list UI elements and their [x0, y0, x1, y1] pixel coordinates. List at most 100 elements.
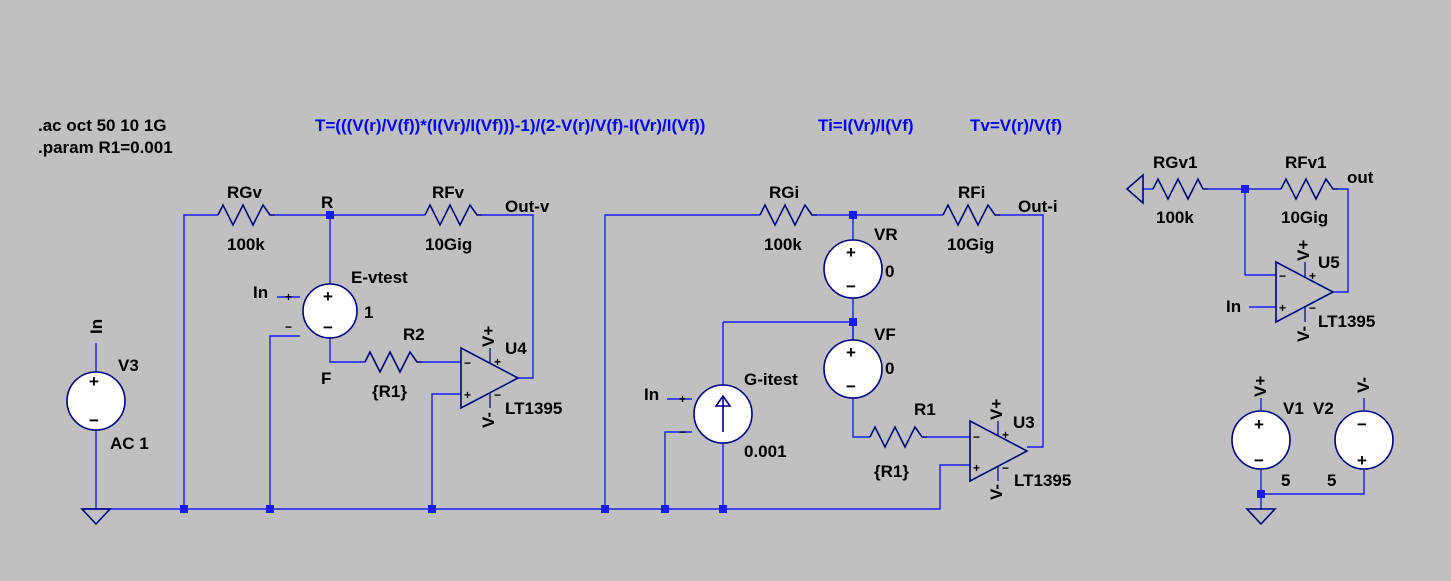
rgv-value: 100k: [227, 235, 265, 254]
svg-text:−: −: [464, 356, 471, 370]
net-label-r: R: [321, 193, 333, 212]
voltage-source-vr[interactable]: + −: [823, 239, 883, 299]
opamp-u5[interactable]: − + + −: [1275, 260, 1335, 324]
vr-value: 0: [885, 262, 894, 281]
svg-text:−: −: [679, 425, 686, 439]
svg-text:−: −: [1357, 415, 1367, 434]
u3-vplus-label: V+: [987, 399, 1006, 420]
g-itest-in-label: In: [644, 385, 659, 404]
rfi-value: 10Gig: [947, 235, 994, 254]
voltage-source-vf[interactable]: + −: [823, 339, 883, 399]
svg-text:+: +: [1357, 451, 1367, 470]
svg-text:+: +: [1309, 269, 1316, 283]
svg-text:−: −: [285, 320, 292, 334]
u4-vminus-label: V-: [479, 412, 498, 428]
net-label-out-v: Out-v: [505, 197, 550, 216]
opamp-u3[interactable]: − + + −: [969, 419, 1029, 483]
svg-text:−: −: [1279, 269, 1286, 283]
resistor-rgv[interactable]: [217, 203, 275, 227]
v3-name: V3: [118, 356, 139, 375]
u4-name: U4: [505, 339, 527, 358]
svg-text:+: +: [1002, 428, 1009, 442]
resistor-rgv1[interactable]: [1152, 177, 1208, 201]
measure-tv[interactable]: Tv=V(r)/V(f): [970, 116, 1062, 135]
rfv1-name: RFv1: [1285, 153, 1327, 172]
rgv1-value: 100k: [1156, 208, 1194, 227]
svg-text:+: +: [846, 243, 856, 262]
svg-text:−: −: [1309, 301, 1316, 315]
svg-text:−: −: [494, 388, 501, 402]
svg-text:−: −: [323, 318, 333, 337]
rfi-name: RFi: [958, 183, 985, 202]
resistor-rfv1[interactable]: [1280, 177, 1338, 201]
v3-value: AC 1: [110, 434, 149, 453]
net-label-f: F: [321, 369, 331, 388]
voltage-source-v1[interactable]: + −: [1231, 410, 1291, 470]
u4-vplus-label: V+: [479, 326, 498, 347]
voltage-source-v3[interactable]: + −: [66, 371, 126, 431]
ground-symbol-right: [1245, 508, 1277, 526]
g-itest-value: 0.001: [744, 442, 787, 461]
ac-directive[interactable]: .ac oct 50 10 1G: [38, 116, 167, 135]
net-label-out-i: Out-i: [1018, 197, 1058, 216]
vf-name: VF: [874, 325, 896, 344]
voltage-source-v2[interactable]: − +: [1334, 410, 1394, 470]
u3-vminus-label: V-: [987, 484, 1006, 500]
g-itest-name: G-itest: [744, 370, 798, 389]
svg-text:−: −: [846, 277, 856, 296]
r1-name: R1: [914, 400, 936, 419]
ground-symbol-left: [80, 508, 112, 526]
ground-symbol-rgv1: [1125, 173, 1144, 205]
v1-value: 5: [1281, 471, 1290, 490]
opamp-u4[interactable]: − + + −: [460, 346, 520, 410]
param-directive[interactable]: .param R1=0.001: [38, 138, 173, 157]
svg-text:−: −: [973, 430, 980, 444]
svg-text:+: +: [1279, 301, 1286, 315]
rfv-name: RFv: [432, 183, 465, 202]
rfv-value: 10Gig: [425, 235, 472, 254]
u5-vminus-label: V-: [1294, 326, 1313, 342]
v2-net-label: V-: [1354, 377, 1373, 393]
v1-name: V1: [1283, 399, 1304, 418]
u5-part: LT1395: [1318, 312, 1375, 331]
r1-value: {R1}: [874, 462, 909, 481]
svg-text:−: −: [89, 411, 99, 430]
svg-text:+: +: [494, 355, 501, 369]
e-vtest-value: 1: [364, 303, 373, 322]
u3-name: U3: [1013, 413, 1035, 432]
svg-text:−: −: [1254, 451, 1264, 470]
svg-text:+: +: [285, 290, 292, 304]
svg-text:+: +: [323, 287, 333, 306]
r2-value: {R1}: [372, 382, 407, 401]
rgv-name: RGv: [227, 183, 263, 202]
u4-part: LT1395: [505, 399, 562, 418]
svg-text:+: +: [846, 343, 856, 362]
resistor-r1[interactable]: [869, 425, 927, 449]
svg-text:+: +: [464, 388, 471, 402]
rgi-value: 100k: [764, 235, 802, 254]
v2-value: 5: [1327, 471, 1336, 490]
u5-in-label: In: [1226, 297, 1241, 316]
rfv1-value: 10Gig: [1281, 208, 1328, 227]
svg-text:+: +: [973, 461, 980, 475]
vr-name: VR: [874, 225, 898, 244]
svg-text:+: +: [679, 392, 686, 406]
resistor-rfv[interactable]: [424, 203, 482, 227]
svg-text:−: −: [1002, 461, 1009, 475]
wires: [82, 188, 1365, 510]
resistor-r2[interactable]: [364, 350, 422, 374]
resistor-rgi[interactable]: [759, 203, 817, 227]
measure-ti[interactable]: Ti=I(Vr)/I(Vf): [818, 116, 914, 135]
e-vtest-name: E-vtest: [351, 268, 408, 287]
vcvs-e-vtest[interactable]: + − + −: [285, 283, 358, 339]
r2-name: R2: [403, 325, 425, 344]
svg-text:−: −: [846, 377, 856, 396]
rgv1-name: RGv1: [1153, 153, 1197, 172]
resistor-rfi[interactable]: [942, 203, 1000, 227]
rgi-name: RGi: [769, 183, 799, 202]
vccs-g-itest[interactable]: + −: [679, 384, 753, 444]
v1-net-label: V+: [1251, 376, 1270, 397]
measure-t[interactable]: T=(((V(r)/V(f))*(I(Vr)/I(Vf)))-1)/(2-V(r…: [315, 116, 705, 135]
e-vtest-in-label: In: [253, 283, 268, 302]
